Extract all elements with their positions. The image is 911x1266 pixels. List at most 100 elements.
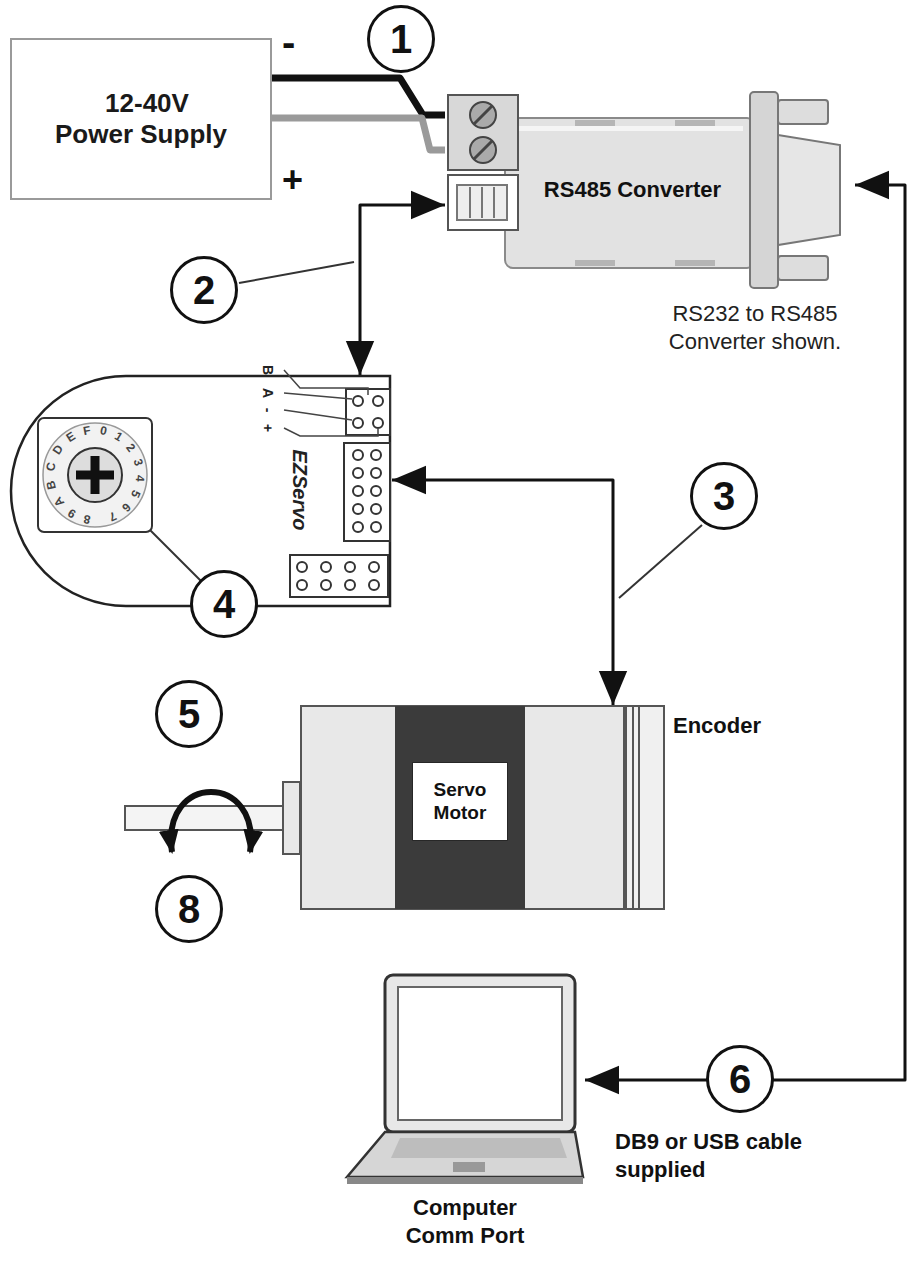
switch-digits: 89ABCDEF01234567	[43, 423, 147, 527]
pin	[321, 580, 331, 590]
pin	[353, 418, 363, 428]
callout-number: 8	[155, 875, 223, 943]
pin	[373, 418, 383, 428]
pin	[373, 396, 383, 406]
motor-label-plate	[413, 763, 507, 840]
laptop-lid	[385, 975, 575, 1132]
encoder-line	[632, 706, 634, 909]
node-text: Computer Comm Port	[390, 1194, 540, 1249]
screw-slot	[474, 106, 492, 124]
thumb-screw	[778, 100, 828, 124]
pin-leader	[284, 370, 368, 395]
cable-connector	[392, 480, 613, 705]
pin-header	[346, 389, 390, 435]
servo-motor: Servo Motor	[300, 705, 625, 910]
laptop-base	[347, 1132, 583, 1177]
node-text: 12-40V Power Supply	[53, 88, 230, 150]
switch-cross	[76, 456, 114, 494]
pin	[353, 450, 363, 460]
callout-number: 6	[706, 1045, 774, 1113]
note-text: DB9 or USB cable supplied	[615, 1128, 865, 1183]
board-outline	[10, 375, 392, 607]
pin	[297, 562, 307, 572]
encoder-body	[626, 706, 664, 909]
motor-band	[395, 706, 525, 909]
pin	[369, 580, 379, 590]
leader-line	[619, 525, 702, 598]
laptop-edge	[347, 1177, 583, 1184]
screw-slot	[474, 141, 492, 159]
pin	[345, 562, 355, 572]
motor-body	[301, 706, 624, 909]
converter-detail	[575, 120, 615, 126]
terminal-block	[448, 175, 518, 230]
motor-flange	[283, 782, 300, 854]
terminal-slot	[481, 187, 483, 218]
converter-highlight	[517, 126, 743, 131]
pin	[353, 396, 363, 406]
cable-connector	[360, 205, 445, 375]
power-wire	[272, 118, 445, 150]
laptop-screen	[398, 987, 562, 1120]
terminal-screw	[470, 102, 496, 128]
terminal-slot	[469, 187, 471, 218]
pin-leader	[284, 393, 352, 399]
pin	[345, 580, 355, 590]
converter-body	[505, 118, 755, 268]
pin	[371, 450, 381, 460]
pin-name: +	[260, 422, 276, 434]
converter-box: RS485 Converter	[445, 90, 855, 290]
pin	[353, 504, 363, 514]
thumb-screw	[778, 256, 828, 280]
node-text: EZServo	[288, 445, 312, 535]
board-outline	[11, 376, 390, 606]
converter-detail	[675, 120, 715, 126]
polarity-mark: -	[282, 22, 295, 62]
switch-face	[43, 423, 147, 527]
callout-number: 1	[367, 5, 435, 73]
switch-knob	[68, 448, 122, 502]
pin	[371, 504, 381, 514]
pin	[353, 522, 363, 532]
pin	[371, 486, 381, 496]
terminal-block	[448, 95, 518, 170]
pin	[371, 468, 381, 478]
terminal-screw	[470, 137, 496, 163]
pin-leader	[284, 410, 352, 420]
pin-name: B	[260, 364, 276, 376]
node-text: Encoder	[673, 713, 803, 739]
callout-number: 5	[155, 680, 223, 748]
callout-number: 2	[170, 256, 238, 324]
pin	[369, 562, 379, 572]
converter-detail	[575, 260, 615, 266]
power-wire	[272, 78, 445, 115]
node-text: RS485 Converter	[515, 160, 750, 220]
pin	[371, 522, 381, 532]
servo-board: EZServo	[10, 375, 392, 607]
pin	[297, 580, 307, 590]
encoder-line	[638, 706, 640, 909]
pin	[353, 486, 363, 496]
pin-header	[290, 555, 388, 597]
rotation-arrow	[171, 792, 251, 852]
motor-shaft	[125, 806, 285, 830]
terminal-slot	[493, 187, 495, 218]
leader-line	[150, 530, 202, 582]
laptop-keyboard	[391, 1138, 567, 1158]
computer: Computer Comm Port	[345, 972, 585, 1262]
pin	[353, 468, 363, 478]
encoder-body	[625, 705, 665, 910]
db9-flange	[750, 92, 778, 288]
pin-header	[344, 443, 390, 541]
callout-number: 3	[690, 462, 758, 530]
leader-line	[239, 262, 354, 283]
note-text: RS232 to RS485 Converter shown.	[640, 300, 870, 355]
cable-connector	[585, 185, 905, 1080]
converter-detail	[675, 260, 715, 266]
power-supply-box: 12-40V Power Supply	[10, 38, 272, 200]
node-text: Servo Motor	[413, 763, 507, 840]
pin-name: A	[260, 387, 276, 399]
pin-leader	[284, 428, 378, 436]
pin	[321, 562, 331, 572]
